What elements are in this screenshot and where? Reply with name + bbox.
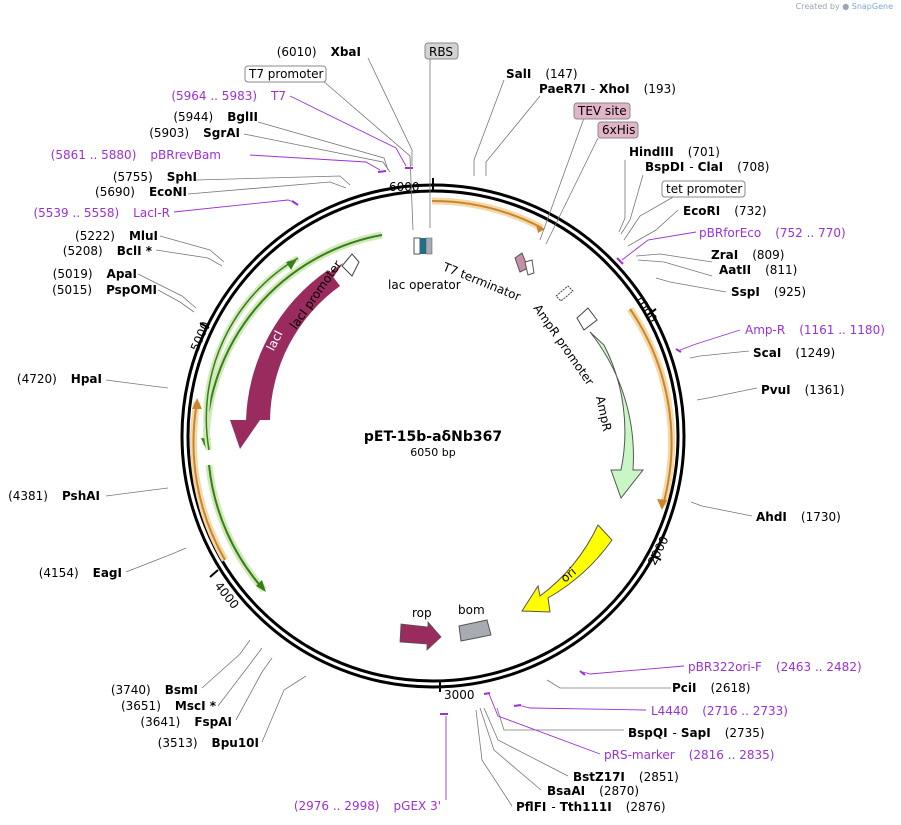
enzyme-hpai: (4720)HpaI <box>17 372 102 386</box>
tick-label-3000: 3000 <box>444 688 475 702</box>
enzyme-sspi: SspI(925) <box>731 285 806 299</box>
tev-site-tag <box>573 102 631 120</box>
enzyme-pshai: (4381)PshAI <box>8 489 100 503</box>
primer-labels: (5964 .. 5983)T7 (5861 .. 5880)pBRrevBam… <box>33 89 884 813</box>
primer-pbrrevbam: (5861 .. 5880)pBRrevBam <box>51 148 221 162</box>
enzyme-bspdi-clai: BspDI-ClaI(708) <box>645 160 769 174</box>
enzyme-ahdi: AhdI(1730) <box>756 510 841 524</box>
t7-promoter-tag-label: T7 promoter <box>248 67 324 81</box>
orf-arc-green-3-head <box>256 580 266 592</box>
orf-arc-green-3-line <box>208 464 265 591</box>
ampr-promoter-marker <box>576 307 598 331</box>
enzyme-ecori: EcoRI(732) <box>683 204 767 218</box>
enzyme-mlui: (5222)MluI <box>75 229 158 243</box>
enzyme-xbai: (6010)XbaI <box>277 45 361 59</box>
enzyme-hindiii: HindIII(701) <box>629 145 720 159</box>
enzyme-msci: (3651)MscI * <box>121 699 217 713</box>
rbs-tag <box>424 42 459 60</box>
rbs-tag-label: RBS <box>429 45 453 59</box>
enzyme-scai: ScaI(1249) <box>753 346 835 360</box>
orf-arc-right-head <box>657 499 667 510</box>
snapgene-logo-icon: ● <box>842 2 850 11</box>
ampr-feature-arrow <box>589 331 645 500</box>
primer-leader-lines <box>173 95 741 800</box>
enzyme-sali: SalI(147) <box>506 67 578 81</box>
enzyme-bsmi: (3740)BsmI <box>111 683 198 697</box>
enzyme-zrai: ZraI(809) <box>711 248 784 262</box>
tick-label-6000: 6000 <box>389 180 420 194</box>
enzyme-eagi: (4154)EagI <box>39 566 122 580</box>
enzyme-bcli: (5208)BclI * <box>63 244 153 258</box>
ori-feature-arrow <box>521 524 613 613</box>
enzyme-pcii: PciI(2618) <box>672 681 750 695</box>
orf-arc-green-1-line <box>205 234 383 446</box>
orf-arc-t7-head <box>536 224 545 233</box>
enzyme-bpu10i: (3513)Bpu10I <box>158 736 259 750</box>
plasmid-size: 6050 bp <box>410 446 455 459</box>
orf-arc-t7 <box>431 197 544 232</box>
lac-operator-box <box>413 237 421 255</box>
tick-marks <box>199 178 662 692</box>
orf-arc-green-2-line <box>205 257 299 451</box>
lac-operator-label: lac operator <box>388 278 461 292</box>
enzyme-bsaai: BsaAI(2870) <box>547 784 639 798</box>
leader-lines-right <box>429 58 758 807</box>
tet-promoter-tag <box>661 180 746 198</box>
enzyme-fspai: (3641)FspAI <box>140 715 232 729</box>
enzyme-sgrai: (5903)SgrAI <box>149 126 240 140</box>
t7-promoter-box <box>425 237 433 255</box>
bom-feature-box <box>458 619 492 642</box>
enzyme-econi: (5690)EcoNI <box>95 185 187 199</box>
enzyme-sphi: (5755)SphI <box>113 170 197 184</box>
enzyme-pflfi-tth111i: PflFI-Tth111I(2876) <box>516 800 666 814</box>
enzyme-pspomi: (5015)PspOMI <box>52 283 157 297</box>
enzyme-pvui: PvuI(1361) <box>761 383 845 397</box>
orf-arc-left-orange-head <box>192 398 202 409</box>
credit-prefix: Created by <box>795 2 840 11</box>
primer-prs-marker: pRS-marker(2816 .. 2835) <box>604 748 774 762</box>
primer-amp-r: Amp-R(1161 .. 1180) <box>745 323 885 337</box>
rop-label: rop <box>412 606 432 620</box>
orf-arc-left-orange-line <box>192 401 226 561</box>
tev-site-tag-label: TEV site <box>577 104 627 118</box>
tet-promoter-tag-label: tet promoter <box>666 182 742 196</box>
enzyme-aatii: AatII(811) <box>719 263 797 277</box>
primer-pbr322ori-f: pBR322ori-F(2463 .. 2482) <box>688 660 862 674</box>
rop-feature-arrow <box>399 620 442 651</box>
his-tag-label: 6xHis <box>602 123 635 137</box>
rbs-box <box>420 238 426 254</box>
enzyme-paer7i-xhoi: PaeR7I-XhoI(193) <box>539 82 676 96</box>
enzyme-bglii: (5944)BglII <box>173 110 258 124</box>
enzyme-bstz17i: BstZ17I(2851) <box>573 770 679 784</box>
ampr-label: AmpR <box>593 395 614 433</box>
orf-arc-t7-line <box>431 199 543 229</box>
snapgene-credit: Created by ● SnapGene <box>796 2 893 11</box>
primer-pbrforeco: pBRforEco(752 .. 770) <box>699 226 846 240</box>
enzyme-bspqi-sapi: BspQI-SapI(2735) <box>628 726 765 740</box>
ampr-promoter-arrow <box>555 285 574 302</box>
enzyme-labels-right: SalI(147) PaeR7I-XhoI(193) HindIII(701) … <box>506 67 845 814</box>
enzyme-apai: (5019)ApaI <box>53 267 137 281</box>
enzyme-labels-left: (6010)XbaI (5944)BglII (5903)SgrAI (5755… <box>8 45 361 750</box>
laci-feature-body <box>246 270 340 420</box>
primer-t7: (5964 .. 5983)T7 <box>171 89 286 103</box>
orf-arc-green-2-head <box>286 259 297 270</box>
primer-pgex-3: (2976 .. 2998)pGEX 3' <box>294 799 441 813</box>
tev-site-box <box>524 259 535 276</box>
orf-arc-right-line <box>629 308 673 506</box>
primer-laci-r: (5539 .. 5558)LacI-R <box>33 206 170 220</box>
his-tag <box>597 121 639 139</box>
t7-promoter-tag <box>244 65 327 83</box>
laci-promoter-arrow <box>341 253 360 277</box>
primer-l4440: L4440(2716 .. 2733) <box>651 704 788 718</box>
bom-label: bom <box>458 603 485 617</box>
plasmid-name: pET-15b-aδNb367 <box>364 429 502 445</box>
credit-brand: SnapGene <box>851 2 893 11</box>
leader-lines-left <box>105 57 414 743</box>
